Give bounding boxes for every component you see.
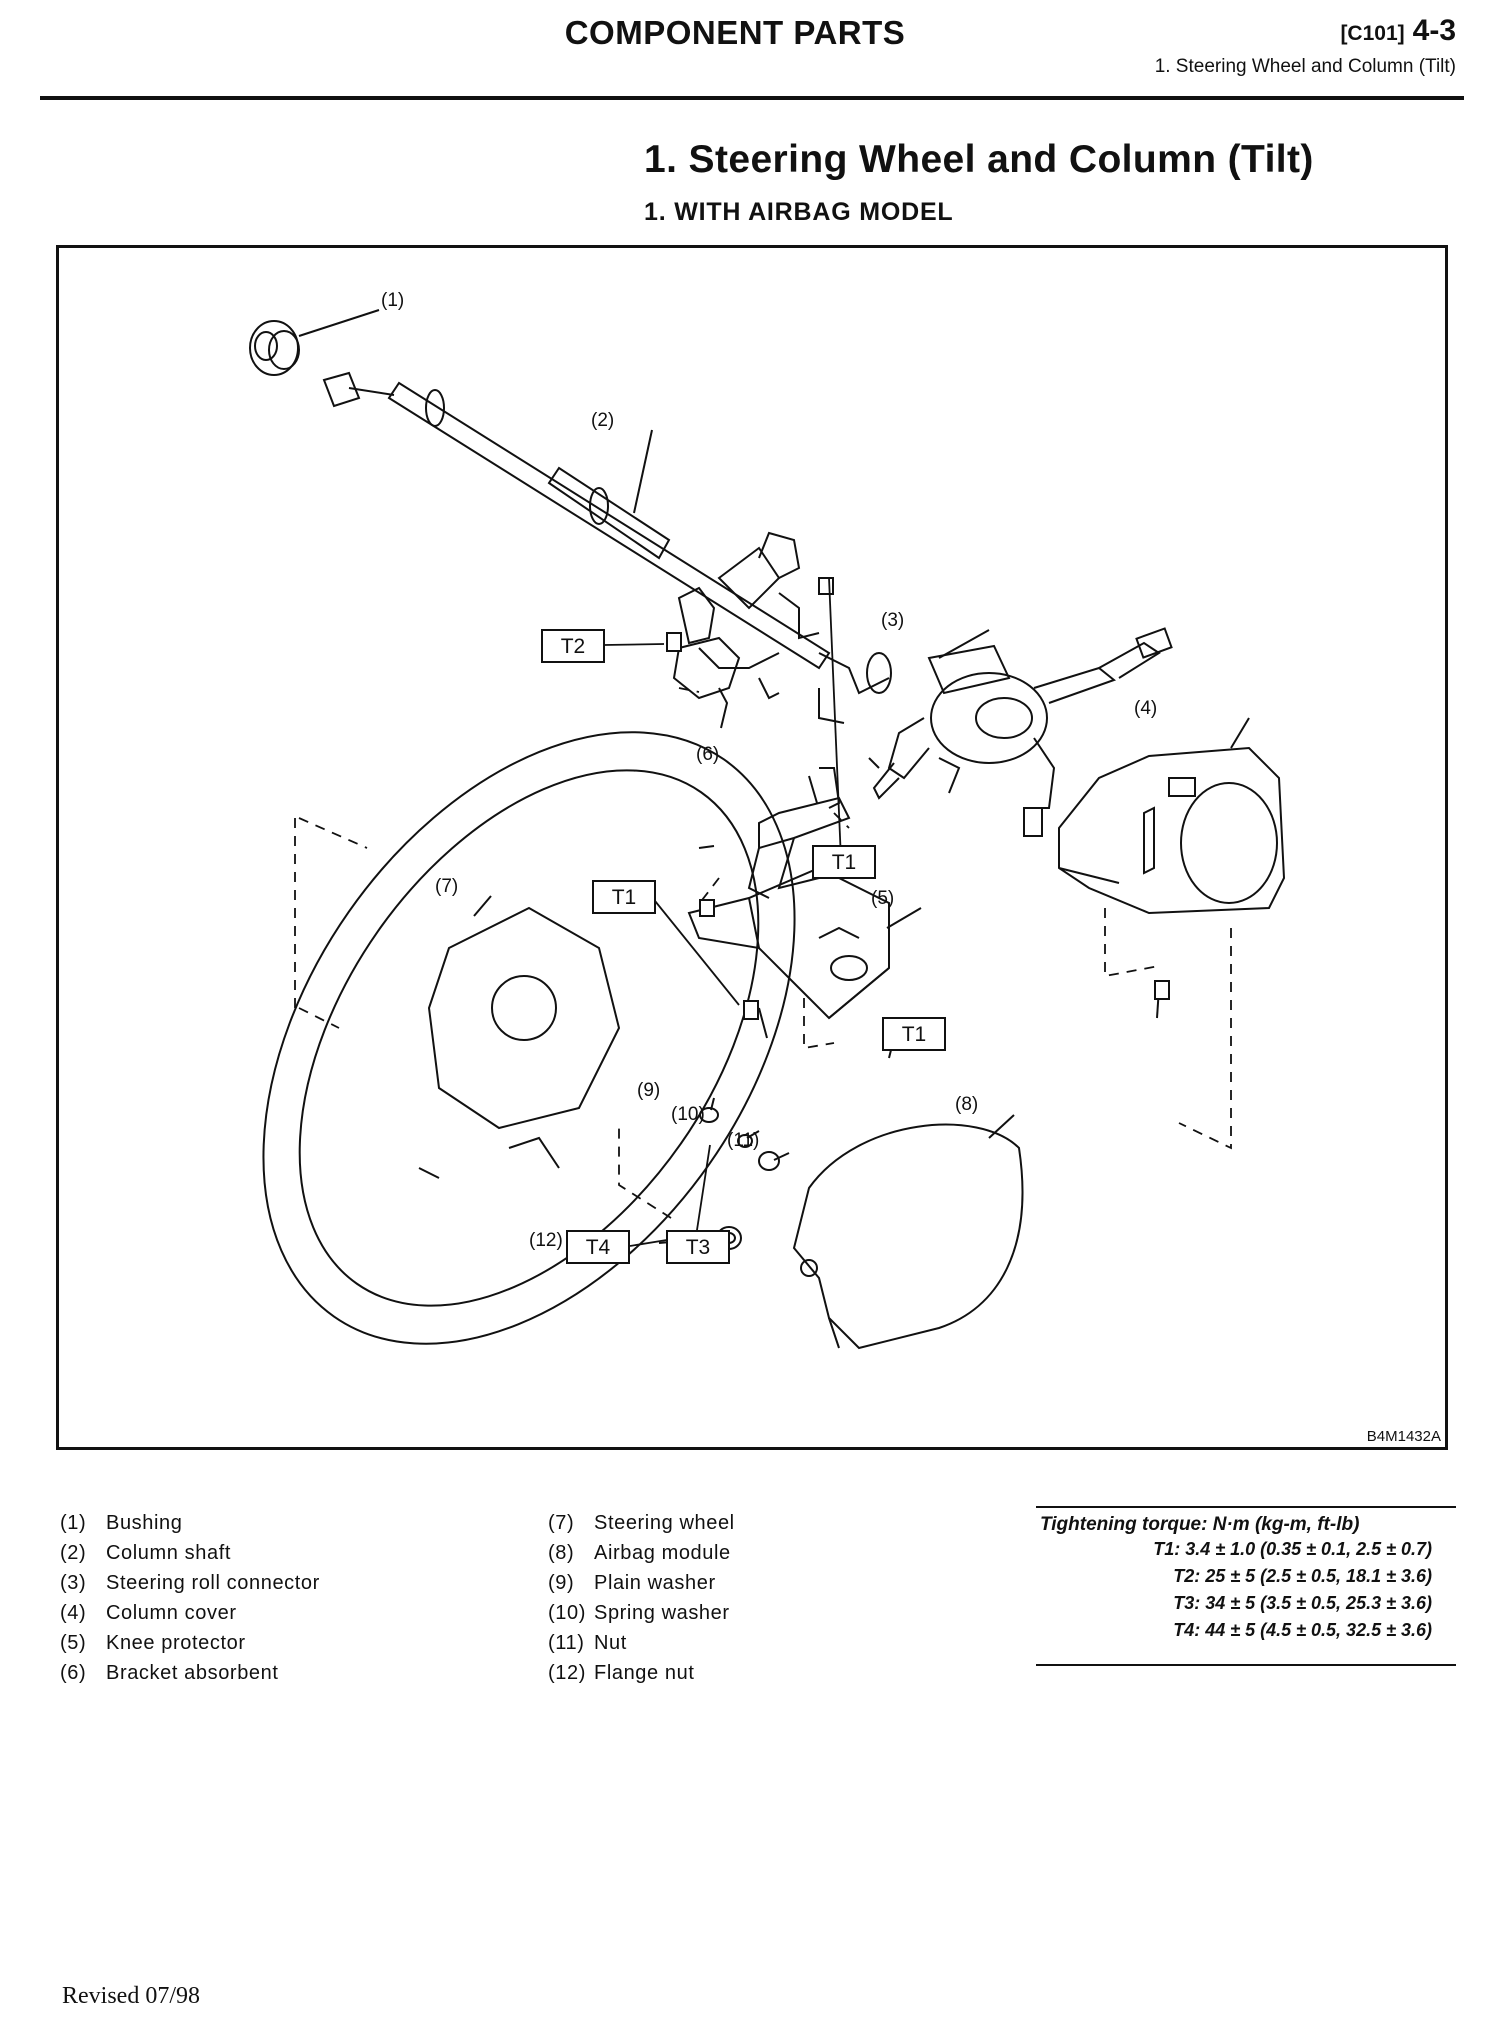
callout-label: (7)	[435, 876, 458, 897]
column-shaft-part	[322, 371, 892, 724]
legend-item: (9)Plain washer	[548, 1572, 716, 1594]
callout-leader	[808, 775, 818, 804]
legend-right: (7)Steering wheel (8)Airbag module (9)Pl…	[548, 1508, 735, 1688]
callout-leader	[773, 1152, 790, 1161]
section-code: [C101] 4-3	[1340, 14, 1456, 48]
callout-label: (1)	[381, 290, 404, 311]
legend-item: (2)Column shaft	[60, 1542, 232, 1564]
callout-leader	[710, 1097, 715, 1111]
legend-item: (3)Steering roll connector	[60, 1572, 320, 1594]
callout-leader	[886, 907, 922, 929]
legend-item: (5)Knee protector	[60, 1632, 246, 1654]
torque-tag: T1	[832, 851, 857, 874]
legend-item: (11)Nut	[548, 1632, 627, 1654]
knee-protector-part	[687, 866, 890, 1020]
page-number: 4-3	[1412, 14, 1456, 47]
steering-wheel-part	[262, 731, 796, 1345]
callout-leader	[633, 429, 653, 514]
airbag-module-part	[792, 1123, 1024, 1350]
bolts	[666, 577, 1170, 1040]
torque-bottom-rule	[1036, 1664, 1456, 1666]
legend-item: (8)Airbag module	[548, 1542, 731, 1564]
legend-item: (12)Flange nut	[548, 1662, 695, 1684]
callout-leader	[746, 1130, 760, 1139]
callout-leader	[988, 1114, 1015, 1139]
header-rule	[40, 96, 1464, 100]
torque-spec-t2: T2: 25 ± 5 (2.5 ± 0.5, 18.1 ± 3.6)	[1173, 1566, 1432, 1586]
roll-connector-part	[872, 627, 1173, 837]
section-code-label: [C101]	[1340, 22, 1405, 45]
callout-label: (10)	[671, 1104, 705, 1125]
torque-spec-box: Tightening torque: N·m (kg-m, ft-lb) T1:…	[1036, 1506, 1456, 1666]
legend-item: (7)Steering wheel	[548, 1512, 735, 1534]
torque-tag: T1	[902, 1023, 927, 1046]
header-subtitle: 1. Steering Wheel and Column (Tilt)	[1154, 56, 1456, 77]
figure-id: B4M1432A	[1367, 1428, 1441, 1445]
callout-label: (9)	[637, 1080, 660, 1101]
legend-left: (1)Bushing (2)Column shaft (3)Steering r…	[60, 1508, 320, 1688]
column-cover-part	[1058, 746, 1286, 915]
torque-heading: Tightening torque: N·m (kg-m, ft-lb)	[1040, 1514, 1360, 1535]
callout-leader	[1230, 717, 1250, 749]
callout-label: (3)	[881, 610, 904, 631]
exploded-diagram: (1) (2) (3) (4) (5) (6) (7) (8) (9) (10) (11) (12) T…	[56, 245, 1448, 1450]
torque-top-rule	[1036, 1506, 1456, 1508]
section-title: 1. Steering Wheel and Column (Tilt)	[644, 138, 1314, 181]
callout-label: (5)	[871, 888, 894, 909]
revision-note: Revised 07/98	[62, 1983, 200, 2009]
legend-item: (1)Bushing	[60, 1512, 183, 1534]
callout-label: (12)	[529, 1230, 563, 1251]
legend-item: (4)Column cover	[60, 1602, 237, 1624]
callout-leader	[938, 629, 990, 659]
torque-tag: T4	[586, 1236, 611, 1259]
callout-label: (8)	[955, 1094, 978, 1115]
legend-item: (10)Spring washer	[548, 1602, 730, 1624]
torque-tag-boxes	[541, 629, 946, 1264]
callout-label: (6)	[696, 744, 719, 765]
section-subtitle: 1. WITH AIRBAG MODEL	[644, 198, 954, 226]
callout-label: (11)	[727, 1130, 759, 1151]
diagram-drawing: (1) (2) (3) (4) (5) (6) (7) (8) (9) (10) (11) (12) T…	[249, 290, 1441, 1445]
page-header-title: COMPONENT PARTS	[564, 14, 906, 51]
callout-leader	[473, 895, 492, 917]
bushing-part	[249, 320, 300, 376]
torque-tag: T2	[561, 635, 586, 658]
torque-spec-t4: T4: 44 ± 5 (4.5 ± 0.5, 32.5 ± 3.6)	[1173, 1620, 1432, 1640]
torque-spec-t1: T1: 3.4 ± 1.0 (0.35 ± 0.1, 2.5 ± 0.7)	[1153, 1539, 1432, 1559]
torque-spec-t3: T3: 34 ± 5 (3.5 ± 0.5, 25.3 ± 3.6)	[1173, 1593, 1432, 1613]
callout-label: (4)	[1134, 698, 1157, 719]
callout-label: (2)	[591, 410, 614, 431]
torque-tag: T3	[686, 1236, 711, 1259]
torque-tag: T1	[612, 886, 637, 909]
callout-leader	[298, 309, 380, 337]
bracket-absorbent-part	[747, 767, 851, 899]
fasteners	[698, 687, 1160, 1250]
legend-item: (6)Bracket absorbent	[60, 1662, 279, 1684]
